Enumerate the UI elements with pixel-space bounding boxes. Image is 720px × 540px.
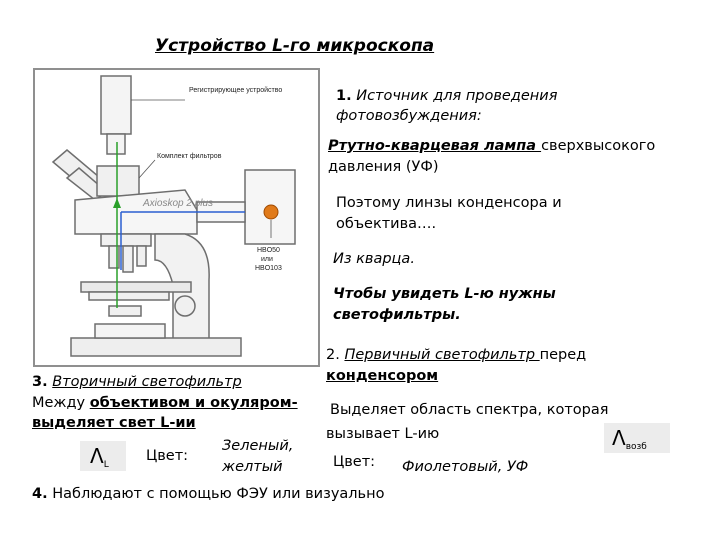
- item3-desc: Между объективом и окуляром-: [32, 395, 298, 411]
- lambda-excitation-symbol: Λвозб: [612, 426, 647, 452]
- item1-consequence-line2: объектива….: [336, 216, 437, 232]
- lambda-excitation-box: Λвозб: [604, 423, 670, 453]
- lamp-label-or: или: [261, 256, 273, 263]
- item3-heading: 3. Вторичный светофильтр: [32, 374, 242, 390]
- item3-color-value-line2: желтый: [222, 459, 283, 475]
- item2-color-label: Цвет:: [333, 454, 376, 470]
- item2-desc: Выделяет область спектра, которая: [330, 402, 609, 418]
- microscope-figure: Регистрирующее устройство Комплект фильт…: [33, 68, 320, 367]
- lamp-icon: [263, 204, 279, 220]
- item1-lamp-line2: давления (УФ): [328, 159, 439, 175]
- lamp-label-2: HBO103: [255, 265, 282, 272]
- lambda-luminescence-box: ΛL: [80, 441, 126, 471]
- item3-desc-line2: выделяет свет L-ии: [32, 415, 196, 431]
- item1-answer: Из кварца.: [333, 251, 415, 267]
- item4: 4. Наблюдают с помощью ФЭУ или визуально: [32, 486, 385, 502]
- item1-heading: 1. Источник для проведения: [336, 88, 558, 104]
- axioskop-label: Axioskop 2 plus: [142, 198, 213, 209]
- item2-color-value: Фиолетовый, УФ: [402, 459, 529, 475]
- item2-heading: 2. Первичный светофильтр перед: [326, 347, 587, 363]
- item1-heading-line2: фотовозбуждения:: [336, 108, 482, 124]
- item1-filters-line2: светофильтры.: [333, 307, 461, 323]
- item1-filters: Чтобы увидеть L-ю нужны: [333, 286, 556, 302]
- item3-color-label: Цвет:: [146, 448, 189, 464]
- microscope-drawing: Регистрирующее устройство Комплект фильт…: [51, 75, 296, 357]
- item2-desc-line2: вызывает L-ию: [326, 426, 440, 442]
- lambda-luminescence-symbol: ΛL: [90, 444, 109, 470]
- item3-color-value: Зеленый,: [222, 438, 294, 454]
- item1-consequence: Поэтому линзы конденсора и: [336, 195, 562, 211]
- item1-lamp: Ртутно-кварцевая лампа сверхвысокого: [328, 138, 656, 154]
- lamp-label-1: HBO50: [257, 247, 280, 254]
- filters-label: Комплект фильтров: [157, 153, 222, 160]
- recorder-label: Регистрирующее устройство: [189, 86, 282, 94]
- page-title: Устройство L-го микроскопа: [155, 36, 435, 56]
- item2-heading-line2: конденсором: [326, 368, 439, 384]
